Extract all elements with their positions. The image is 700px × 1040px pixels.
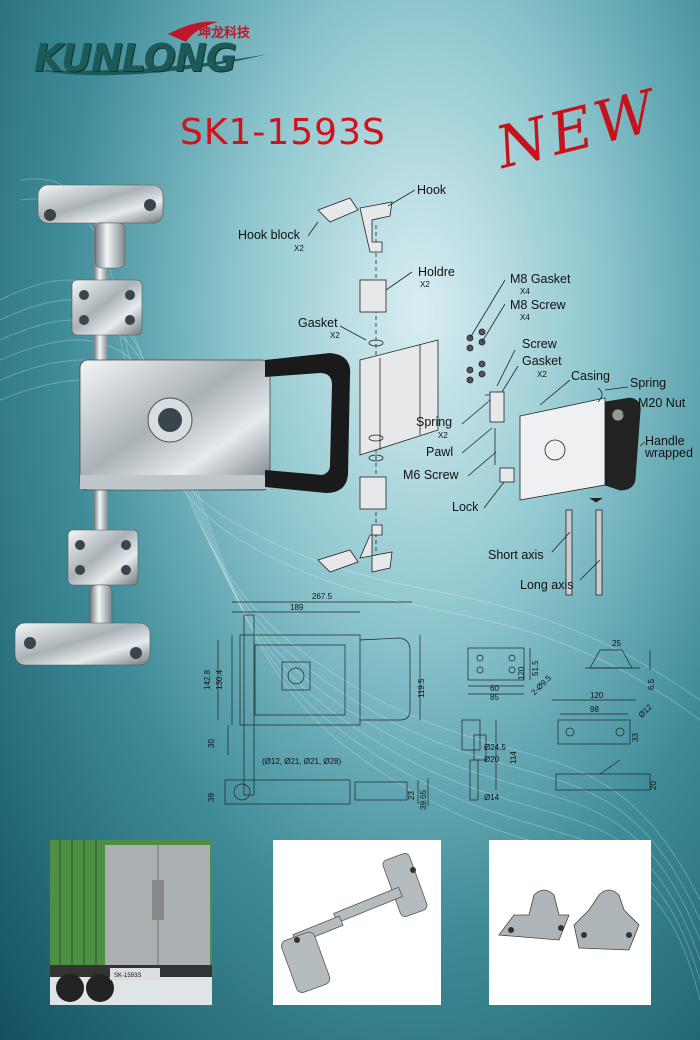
dim-119: 119.5 bbox=[417, 678, 426, 698]
callout-gasket-left-qty: X2 bbox=[330, 331, 340, 340]
dim-267: 267.5 bbox=[312, 592, 333, 601]
callout-screw: Screw bbox=[522, 337, 557, 351]
callout-spring-right: Spring bbox=[630, 376, 667, 390]
dim-23: 23 bbox=[407, 791, 416, 800]
callout-gasket-right-qty: X2 bbox=[537, 370, 547, 379]
callout-gasket-left: Gasket bbox=[298, 316, 338, 330]
callout-hook: Hook bbox=[417, 183, 447, 197]
exploded-view-diagram bbox=[307, 189, 646, 596]
lock-parts-photo bbox=[273, 840, 441, 1005]
dim-120b: 120 bbox=[590, 691, 604, 700]
dim-65: 6.5 bbox=[647, 678, 656, 690]
callout-casing: Casing bbox=[571, 369, 610, 383]
logo-swoosh bbox=[38, 21, 268, 76]
dim-189: 189 bbox=[290, 603, 304, 612]
dim-30: 30 bbox=[207, 739, 216, 748]
dim-12: Ø12 bbox=[637, 702, 654, 719]
dim-39: 39 bbox=[207, 793, 216, 802]
callout-holdre: Holdre bbox=[418, 265, 455, 279]
callout-short-axis: Short axis bbox=[488, 548, 544, 562]
callout-handle: Handle bbox=[645, 434, 685, 448]
brackets-photo bbox=[489, 840, 651, 1005]
dim-20b: 20 bbox=[649, 781, 658, 790]
callout-long-axis: Long axis bbox=[520, 578, 574, 592]
callout-m8-gasket-qty: X4 bbox=[520, 287, 530, 296]
brand-logo: KUNLONG 坤龙科技 bbox=[28, 12, 278, 82]
dim-85: 85 bbox=[490, 693, 499, 702]
callout-m8-screw-qty: X4 bbox=[520, 313, 530, 322]
truck-photo: SK-1593S bbox=[50, 840, 212, 1005]
dim-130: 130.4 bbox=[215, 669, 224, 690]
assembled-lock-image bbox=[14, 184, 351, 666]
callout-spring-left: Spring bbox=[416, 415, 453, 429]
dim-24: Ø24.5 bbox=[484, 743, 506, 752]
callout-gasket-right: Gasket bbox=[522, 354, 562, 368]
callout-holdre-qty: X2 bbox=[420, 280, 430, 289]
dim-33: 33 bbox=[631, 733, 640, 742]
dim-120a: 120 bbox=[517, 666, 526, 680]
callout-m20-nut: M20 Nut bbox=[638, 396, 686, 410]
callout-m8-screw: M8 Screw bbox=[510, 298, 566, 312]
dim-25: 25 bbox=[612, 639, 621, 648]
product-code: SK1-1593S bbox=[180, 112, 386, 153]
dim-39b: 39.65 bbox=[419, 789, 428, 810]
technical-drawings: 267.5 189 142.8 130.4 119.5 30 (Ø12, Ø21… bbox=[203, 592, 658, 810]
callout-wrapped: wrapped bbox=[645, 446, 693, 460]
callout-lock: Lock bbox=[452, 500, 479, 514]
callout-m6-screw: M6 Screw bbox=[403, 468, 459, 482]
dim-60: 60 bbox=[490, 684, 499, 693]
dim-holes: (Ø12, Ø21, Ø21, Ø28) bbox=[262, 757, 341, 766]
dim-114: 114 bbox=[509, 751, 518, 764]
truck-plate: SK-1593S bbox=[114, 973, 141, 979]
callout-m8-gasket: M8 Gasket bbox=[510, 272, 571, 286]
callout-hook-block: Hook block bbox=[238, 228, 300, 242]
brackets-illustration bbox=[498, 889, 640, 951]
brand-name: KUNLONG bbox=[34, 36, 237, 80]
brand-name-cn: 坤龙科技 bbox=[198, 25, 251, 40]
lock-parts-illustration bbox=[281, 853, 428, 993]
callout-spring-left-qty: X2 bbox=[438, 431, 448, 440]
dim-20: Ø20 bbox=[484, 755, 500, 764]
callout-pawl: Pawl bbox=[426, 445, 454, 459]
dim-51: 51.5 bbox=[531, 660, 540, 676]
truck-illustration: SK-1593S bbox=[50, 840, 212, 1005]
dim-98: 98 bbox=[590, 705, 599, 714]
dim-142: 142.8 bbox=[203, 669, 212, 690]
dim-14: Ø14 bbox=[484, 793, 500, 802]
callout-hook-block-qty: X2 bbox=[294, 244, 304, 253]
